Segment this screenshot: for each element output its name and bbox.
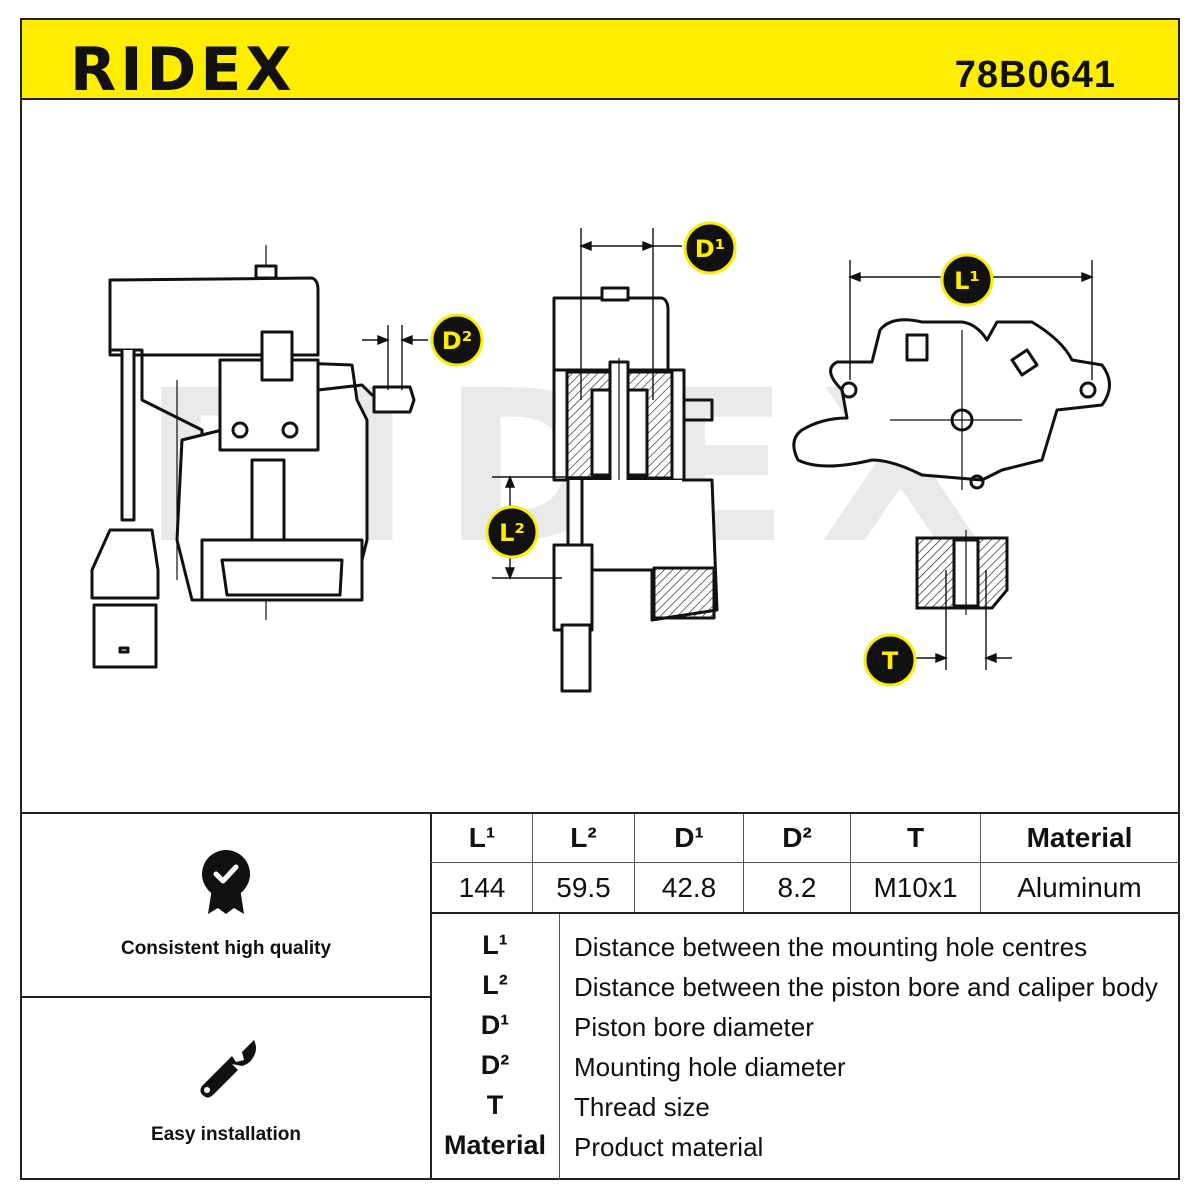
table-header-t: T	[906, 822, 925, 853]
feature-installation-label: Easy installation	[151, 1124, 301, 1145]
quality-badge-icon	[202, 850, 250, 914]
caliper-side-view	[90, 245, 416, 669]
feature-quality-label: Consistent high quality	[120, 938, 332, 959]
legend-key-l2: L²	[482, 970, 508, 1000]
l2-dimension	[492, 475, 602, 580]
legend-key-t: T	[486, 1090, 504, 1120]
table-header-l1: L¹	[468, 822, 496, 853]
d2-badge	[430, 313, 484, 367]
d1-dimension	[579, 228, 682, 400]
col-sep-5	[980, 814, 981, 912]
feature-installation: Easy installation	[22, 998, 430, 1180]
divider-top	[20, 812, 1180, 814]
table-value-l1: 144	[458, 871, 506, 903]
col-sep-4	[850, 814, 851, 912]
d1-badge	[683, 221, 737, 275]
table-value-material: Aluminum	[1017, 871, 1142, 903]
legend-key-d2: D²	[480, 1050, 510, 1080]
l2-badge-label: L²	[499, 519, 525, 547]
l1-badge	[940, 253, 994, 307]
legend-desc-t: Thread size	[574, 1092, 710, 1122]
table-header-rule	[430, 862, 1180, 863]
brand-logo: RIDEX	[70, 35, 296, 105]
col-sep-2	[634, 814, 635, 912]
legend-desc-d2: Mounting hole diameter	[574, 1052, 846, 1082]
legend-key-l1: L¹	[482, 930, 508, 960]
table-value-d1: 42.8	[661, 871, 717, 903]
t-dimension	[912, 652, 1012, 664]
table-bottom-rule	[430, 912, 1180, 914]
legend-key-d1: D¹	[480, 1010, 510, 1040]
legend-desc-material: Product material	[574, 1132, 764, 1162]
technical-drawing: RIDEX D²	[90, 221, 1111, 693]
table-header-d2: D²	[782, 822, 812, 853]
d2-dimension	[362, 325, 428, 390]
table-header-d1: D¹	[674, 822, 704, 853]
caliper-section-view	[552, 286, 719, 693]
table-value-d2: 8.2	[777, 871, 817, 903]
legend-desc-d1: Piston bore diameter	[574, 1012, 814, 1042]
t-badge	[863, 633, 917, 687]
t-badge-label: T	[882, 647, 899, 675]
legend-desc-l1: Distance between the mounting hole centr…	[574, 932, 1088, 962]
col-sep-1	[532, 814, 533, 912]
d2-badge-label: D²	[442, 327, 472, 355]
col-sep-3	[743, 814, 744, 912]
l2-badge	[485, 505, 539, 559]
thread-detail	[915, 530, 1009, 670]
legend-desc-l2: Distance between the piston bore and cal…	[574, 972, 1158, 1002]
l1-badge-label: L¹	[954, 267, 980, 295]
divider-features	[430, 812, 432, 1180]
table-value-l2: 59.5	[556, 871, 611, 903]
table-header-material: Material	[1026, 822, 1133, 853]
caliper-rear-view	[792, 318, 1111, 490]
header-bar: RIDEX 78B0641	[20, 18, 1180, 100]
part-number: 78B0641	[954, 54, 1116, 96]
wrench-icon	[200, 1040, 256, 1098]
table-header-l2: L²	[570, 822, 597, 853]
divider-features-mid	[20, 996, 431, 998]
table-value-t: M10x1	[873, 871, 958, 903]
legend-divider	[559, 914, 560, 1180]
d1-badge-label: D¹	[695, 235, 725, 263]
legend-key-material: Material	[443, 1130, 547, 1160]
feature-quality: Consistent high quality	[22, 814, 430, 996]
